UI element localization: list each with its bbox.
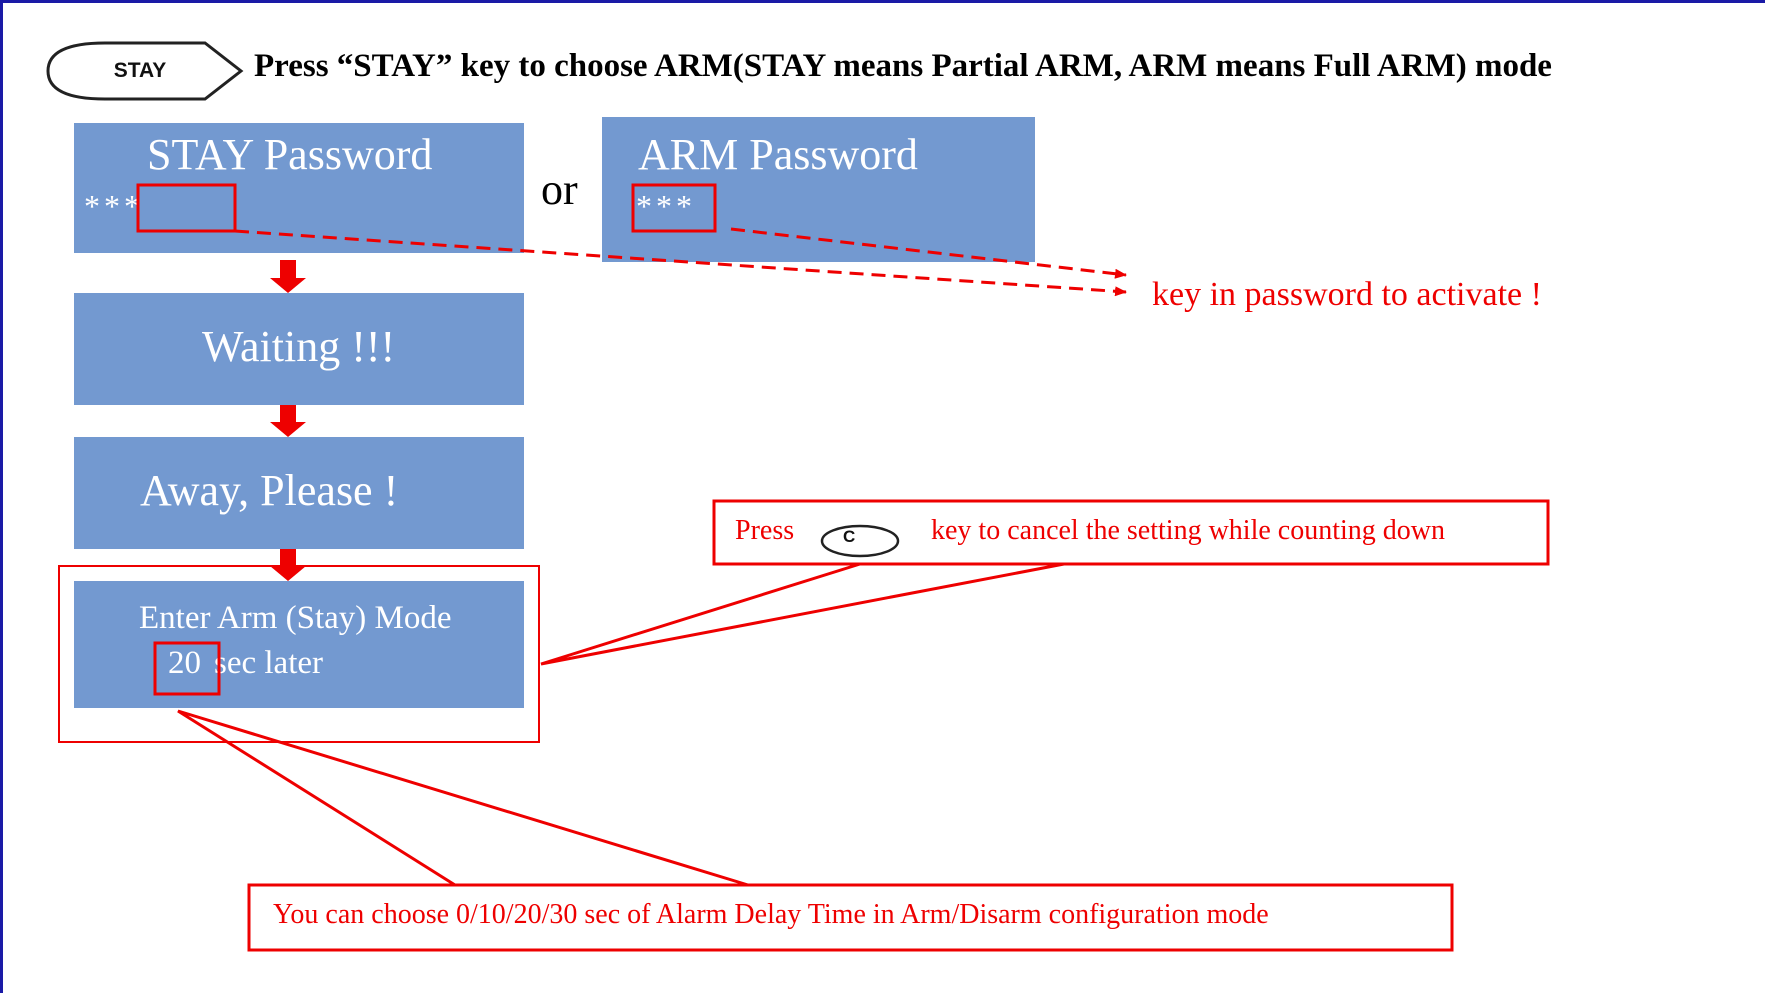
enter-box-outline bbox=[58, 565, 540, 743]
enter-arm-mode-box: Enter Arm (Stay) Mode 20 sec later bbox=[74, 581, 524, 708]
arm-password-mask: *** bbox=[636, 188, 696, 224]
arm-mask-highlight bbox=[631, 183, 717, 233]
or-label: or bbox=[541, 165, 578, 214]
delay-callout-text: You can choose 0/10/20/30 sec of Alarm D… bbox=[273, 899, 1269, 930]
cancel-callout-box bbox=[712, 499, 1550, 566]
stay-key-label: STAY bbox=[113, 59, 167, 82]
away-label: Away, Please ! bbox=[140, 466, 399, 515]
page-title: Press “STAY” key to choose ARM(STAY mean… bbox=[254, 48, 1552, 84]
c-key-icon bbox=[820, 524, 900, 558]
countdown-value: 20 bbox=[168, 645, 201, 681]
stay-password-title: STAY Password bbox=[147, 130, 433, 179]
countdown-highlight bbox=[153, 641, 221, 696]
down-arrows bbox=[270, 260, 306, 581]
stay-key-icon bbox=[46, 41, 244, 101]
waiting-box: Waiting !!! bbox=[74, 293, 524, 405]
down-arrow-2 bbox=[270, 405, 306, 437]
c-key-label: C bbox=[843, 527, 856, 546]
password-hint-text: key in password to activate ! bbox=[1152, 276, 1542, 313]
waiting-label: Waiting !!! bbox=[202, 322, 396, 371]
delay-callout-pointer bbox=[177, 709, 749, 887]
stay-dashed-arrow bbox=[234, 229, 1127, 297]
arm-dashed-arrow bbox=[730, 227, 1127, 279]
cancel-callout-prefix: Press bbox=[735, 515, 795, 546]
cancel-callout-suffix: key to cancel the setting while counting… bbox=[931, 515, 1445, 546]
cancel-callout-pointer bbox=[540, 562, 1065, 666]
stay-password-mask: *** bbox=[84, 188, 144, 224]
down-arrow-1 bbox=[270, 260, 306, 293]
stay-mask-highlight bbox=[136, 183, 237, 233]
away-box: Away, Please ! bbox=[74, 437, 524, 549]
delay-callout-box bbox=[247, 883, 1454, 952]
countdown-suffix: sec later bbox=[214, 645, 324, 681]
enter-arm-mode-line1: Enter Arm (Stay) Mode bbox=[139, 600, 452, 636]
arm-password-title: ARM Password bbox=[638, 130, 918, 179]
arm-password-box: ARM Password *** bbox=[602, 117, 1035, 262]
